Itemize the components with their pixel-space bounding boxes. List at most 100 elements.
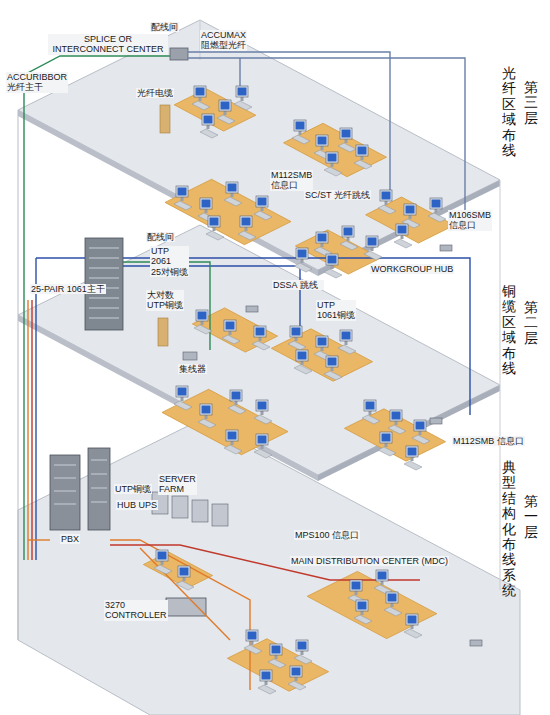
- server-box: [192, 500, 208, 522]
- monitor-stand: [369, 411, 372, 415]
- monitor: [396, 224, 408, 235]
- monitor: [178, 566, 190, 577]
- computer-icon: [194, 310, 212, 334]
- monitor-stand: [411, 457, 414, 461]
- callout-label: M112SMB 信息口: [452, 436, 525, 446]
- floor-title: 光纤区域布线: [502, 66, 516, 158]
- keyboard: [254, 415, 272, 424]
- monitor: [316, 135, 328, 146]
- monitor: [356, 600, 368, 611]
- monitor-stand: [205, 209, 208, 213]
- monitor-stand: [301, 259, 304, 263]
- computer-icon: [176, 566, 194, 590]
- monitor: [404, 204, 416, 215]
- screen: [258, 436, 267, 444]
- monitor-stand: [205, 415, 208, 419]
- monitor-stand: [381, 581, 384, 585]
- monitor-stand: [347, 237, 350, 241]
- monitor-stand: [331, 367, 334, 371]
- callout-label: 3270 CONTROLLER: [104, 600, 168, 621]
- cable-line: [35, 258, 36, 560]
- monitor: [380, 190, 392, 201]
- computer-icon: [404, 446, 422, 470]
- computer-icon: [294, 350, 312, 374]
- monitor: [230, 390, 242, 401]
- computer-icon: [244, 630, 262, 654]
- computer-icon: [338, 128, 356, 152]
- floor-title: 铜缆区域布线: [502, 284, 516, 376]
- keyboard: [378, 205, 396, 214]
- screen: [298, 250, 307, 258]
- cable-line: [188, 58, 465, 230]
- monitor: [200, 404, 212, 415]
- cable-line: [140, 548, 230, 640]
- screen: [382, 192, 391, 200]
- monitor-stand: [345, 139, 348, 143]
- monitor-stand: [261, 445, 264, 449]
- screen: [318, 338, 327, 346]
- callout-label: UTP 1061铜缆: [316, 300, 356, 321]
- computer-icon: [228, 390, 246, 414]
- screen: [344, 228, 353, 236]
- monitor: [340, 330, 352, 341]
- monitor-stand: [201, 321, 204, 325]
- screen: [248, 632, 257, 640]
- screen: [392, 412, 401, 420]
- hub-box: [183, 352, 197, 360]
- keyboard: [404, 629, 422, 638]
- screen: [178, 388, 187, 396]
- keyboard: [288, 341, 306, 350]
- screen: [298, 352, 307, 360]
- computer-icon: [324, 152, 342, 176]
- keyboard: [288, 681, 306, 690]
- computer-icon: [254, 196, 272, 220]
- floor-title: 第三层: [524, 80, 538, 126]
- monitor: [326, 152, 338, 163]
- monitor-stand: [419, 431, 422, 435]
- wall-panel: [160, 105, 170, 133]
- monitor: [326, 356, 338, 367]
- callout-label: UTP铜缆: [114, 484, 152, 494]
- carpet-area: [162, 389, 288, 454]
- callout-label: SPLICE OR INTERCONNECT CENTER: [48, 34, 168, 55]
- monitor-stand: [345, 341, 348, 345]
- monitor: [386, 592, 398, 603]
- keyboard: [404, 461, 422, 470]
- monitor-stand: [295, 677, 298, 681]
- keyboard: [338, 345, 356, 354]
- callout-label: ACCURIBBOR 光纤主干: [6, 72, 68, 93]
- monitor: [156, 550, 168, 561]
- keyboard: [294, 655, 312, 664]
- keyboard: [268, 659, 286, 668]
- monitor-stand: [361, 611, 364, 615]
- carpet-area: [143, 552, 212, 588]
- monitor: [224, 320, 236, 331]
- monitor-stand: [161, 561, 164, 565]
- monitor: [390, 410, 402, 421]
- monitor-stand: [207, 125, 210, 129]
- monitor-stand: [409, 215, 412, 219]
- keyboard: [222, 335, 240, 344]
- screen: [342, 332, 351, 340]
- computer-icon: [428, 198, 446, 222]
- cable-line: [28, 539, 50, 540]
- screen: [178, 188, 187, 196]
- floor-title: 第一层: [524, 494, 538, 540]
- screen: [204, 116, 213, 124]
- keyboard: [206, 231, 224, 240]
- keyboard: [340, 241, 358, 250]
- monitor: [350, 580, 362, 591]
- screen: [232, 392, 241, 400]
- monitor: [366, 236, 378, 247]
- monitor: [414, 420, 426, 431]
- computer-icon: [288, 326, 306, 350]
- keyboard: [338, 143, 356, 152]
- monitor-stand: [361, 156, 364, 160]
- callout-label: M112SMB 信息口: [270, 170, 313, 191]
- computer-icon: [288, 666, 306, 690]
- keyboard: [412, 435, 430, 444]
- computer-icon: [294, 248, 312, 272]
- floor-edge: [318, 385, 500, 481]
